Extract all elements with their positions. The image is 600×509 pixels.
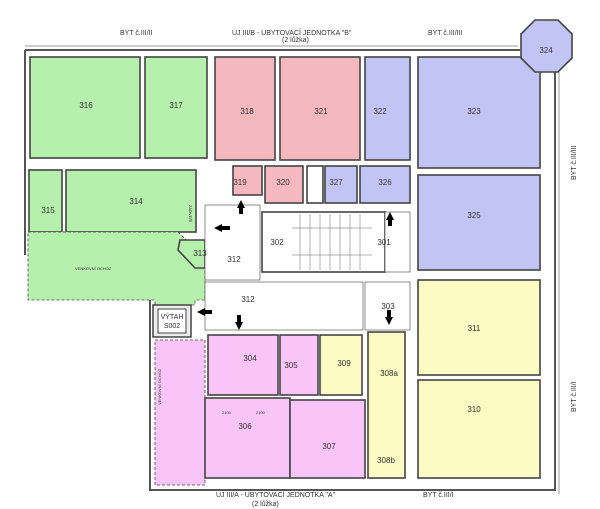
room-number: 323 [467,107,481,116]
label-uj-iii-a-beds: (2 lůžka) [252,500,279,508]
room-313[interactable] [177,239,206,269]
room-309[interactable] [319,334,363,396]
label-uj-iii-b-beds: (2 lůžka) [282,36,309,44]
room-number: 318 [240,107,254,116]
room-319[interactable] [232,165,263,196]
label-byt-iii-i: BYT č.III/I [423,492,454,499]
label-uj-iii-b: UJ III/B - UBYTOVACÍ JEDNOTKA "B" [232,28,352,37]
room-number: 301 [377,238,391,247]
room-307[interactable] [289,399,366,479]
label-byt-iii-iii: BYT č.III/III [428,30,463,37]
dimension-label: 2100 [222,410,232,415]
room-number: 315 [41,206,55,215]
room-number: 325 [467,211,481,220]
room-number: 311 [468,324,481,333]
outer-wall [24,49,556,491]
arrow-up-icon [386,212,394,226]
arrow-down-icon [385,310,393,325]
room-number: 320 [276,178,290,187]
room-314[interactable] [65,169,197,233]
room-number: 308b [377,456,395,465]
room-305[interactable] [279,334,319,396]
room-number: 305 [284,361,298,370]
room-321[interactable] [279,56,361,161]
label-venkovni-ochoz: VENKOVNÍ OCHOZ [75,266,112,271]
label-byt-iii-ii: BYT č.III/II [120,30,153,37]
dimension-label: 2100 [256,410,266,415]
arrow-down-icon [235,315,243,330]
arrow-left-icon [197,308,212,316]
room-number: 326 [378,178,392,187]
room-number: 302 [270,238,284,247]
room-number: 316 [79,101,93,110]
room-306[interactable] [204,397,291,479]
room-number: 313 [193,249,207,258]
room-324[interactable] [520,19,573,73]
stair-treads [292,214,372,270]
room-316[interactable] [29,56,141,159]
label-byt-iii-i-side: BYT č.III/I [571,381,578,412]
room-number: 324 [539,46,553,55]
room-number: 327 [329,178,343,187]
terrace-venkovni-ochoz-left[interactable] [154,339,206,486]
room-number: 322 [373,107,387,116]
room-number: 307 [322,442,336,451]
room-number: 310 [467,405,481,414]
room-number: 319 [233,178,247,187]
room-312-upper[interactable] [204,204,261,281]
room-318[interactable] [214,56,276,161]
room-number: 312 [241,295,255,304]
room-number: 304 [243,354,257,363]
room-302-stair[interactable] [261,211,386,273]
escape-arrow-icons [197,200,394,330]
room-323[interactable] [417,56,541,169]
label-zadveri: ZÁDVEŘÍ [188,205,193,223]
room-number: 321 [314,107,328,116]
room-number: 309 [337,359,351,368]
label-elevator: VÝTAH [161,312,184,321]
room-312-lower[interactable] [204,281,364,331]
room-number: 314 [129,197,143,206]
room-304[interactable] [207,334,279,396]
outer-wall-double [25,45,560,494]
room-number: 312 [227,255,241,264]
room-311[interactable] [417,279,541,376]
arrow-left-icon [214,224,230,232]
room-310[interactable] [417,379,541,479]
label-elevator-code: S002 [164,323,180,330]
room-320[interactable] [264,165,304,204]
room-number: 306 [238,422,252,431]
room-317[interactable] [144,56,208,159]
room-315[interactable] [28,169,63,233]
arrow-up-icon [237,200,245,214]
room-325[interactable] [417,174,541,271]
room-326[interactable] [359,165,411,204]
room-322[interactable] [364,56,411,161]
label-venkovni-ochoz-left: VENKOVNÍ OCHOZ [157,368,162,405]
label-byt-iii-iii-side: BYT č.III/III [571,145,578,180]
terrace-venkovni-ochoz[interactable] [27,231,206,306]
label-uj-iii-a: UJ III/A - UBYTOVACÍ JEDNOTKA "A" [216,490,336,499]
bathtub [306,165,324,204]
elevator-cabin [157,308,187,334]
room-number: 317 [169,101,183,110]
room-308a-308b[interactable] [367,331,406,479]
room-327[interactable] [324,165,358,204]
room-number: 303 [381,302,395,311]
room-number: 308a [380,369,398,378]
